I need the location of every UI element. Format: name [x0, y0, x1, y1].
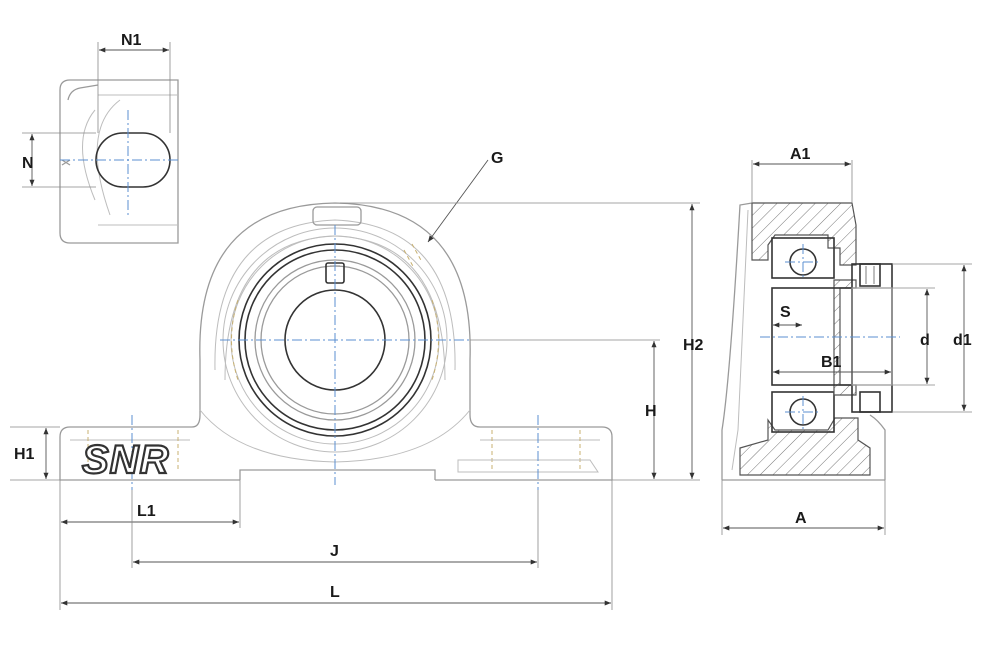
dim-label-d1: d1 [953, 332, 972, 349]
dim-label-A1: A1 [790, 146, 811, 163]
dim-label-H1: H1 [14, 446, 35, 463]
dim-label-L: L [330, 584, 340, 601]
dim-label-S: S [780, 304, 791, 321]
dim-label-B1: B1 [821, 354, 842, 371]
dim-label-G: G [491, 150, 503, 167]
dim-label-A: A [795, 510, 807, 527]
dim-label-H2: H2 [683, 337, 704, 354]
dim-label-H: H [645, 403, 657, 420]
dim-label-L1: L1 [137, 503, 156, 520]
front-view: SNR [59, 202, 613, 490]
dim-label-N: N [22, 155, 34, 172]
dim-label-d: d [920, 332, 930, 349]
dim-label-J: J [330, 543, 339, 560]
snr-logo: SNR [82, 438, 169, 482]
slot-detail-view: N1 N [22, 32, 179, 244]
front-view-dimensions: G H2 H H1 L1 J L [10, 150, 704, 610]
side-view-dimensions: A1 A S B1 d d1 [721, 146, 972, 535]
dim-label-N1: N1 [121, 32, 142, 49]
side-section-view [721, 202, 900, 481]
